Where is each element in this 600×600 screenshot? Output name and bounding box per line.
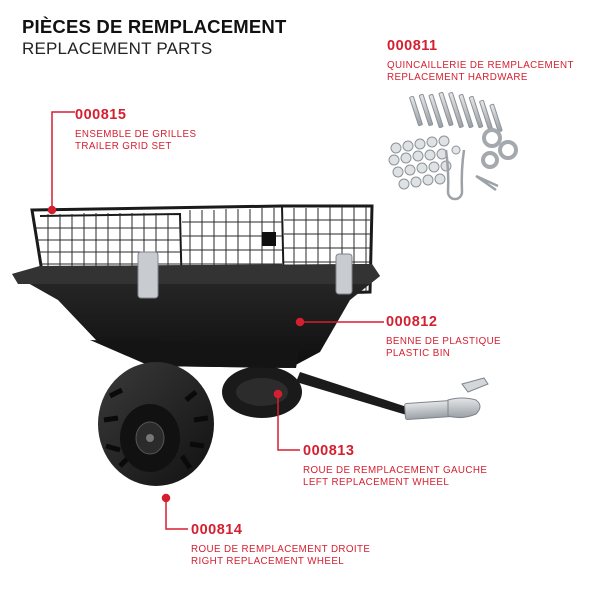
part-label-fr: ROUE DE REMPLACEMENT DROITE [191,544,371,555]
hitch-arm [296,372,489,421]
right-wheel [98,362,214,486]
part-label-fr: ENSEMBLE DE GRILLES [75,129,197,140]
part-label-en: PLASTIC BIN [386,348,451,359]
callout-hardware: 000811 QUINCAILLERIE DE REMPLACEMENT REP… [387,38,574,84]
part-code: 000814 [191,522,243,538]
part-code: 000813 [303,443,355,459]
plastic-bin [12,232,380,368]
part-code: 000812 [386,314,438,330]
part-label-en: LEFT REPLACEMENT WHEEL [303,477,450,488]
callout-leaders [47,111,384,530]
part-label-fr: BENNE DE PLASTIQUE [386,336,501,347]
page-subtitle: REPLACEMENT PARTS [22,39,213,58]
part-label-fr: ROUE DE REMPLACEMENT GAUCHE [303,465,488,476]
left-wheel [222,366,302,418]
callout-left-wheel: 000813 ROUE DE REMPLACEMENT GAUCHE LEFT … [303,443,487,489]
part-code: 000815 [75,107,127,123]
part-label-fr: QUINCAILLERIE DE REMPLACEMENT [387,60,574,71]
part-code: 000811 [387,38,438,54]
callout-grid-set: 000815 ENSEMBLE DE GRILLES TRAILER GRID … [75,107,196,153]
callout-plastic-bin: 000812 BENNE DE PLASTIQUE PLASTIC BIN [386,314,501,360]
part-label-en: TRAILER GRID SET [75,141,172,152]
callout-right-wheel: 000814 ROUE DE REMPLACEMENT DROITE RIGHT… [191,522,370,568]
part-label-en: RIGHT REPLACEMENT WHEEL [191,556,345,567]
part-label-en: REPLACEMENT HARDWARE [387,72,528,83]
hardware-kit [388,91,518,201]
page-title: PIÈCES DE REMPLACEMENT [22,16,287,37]
